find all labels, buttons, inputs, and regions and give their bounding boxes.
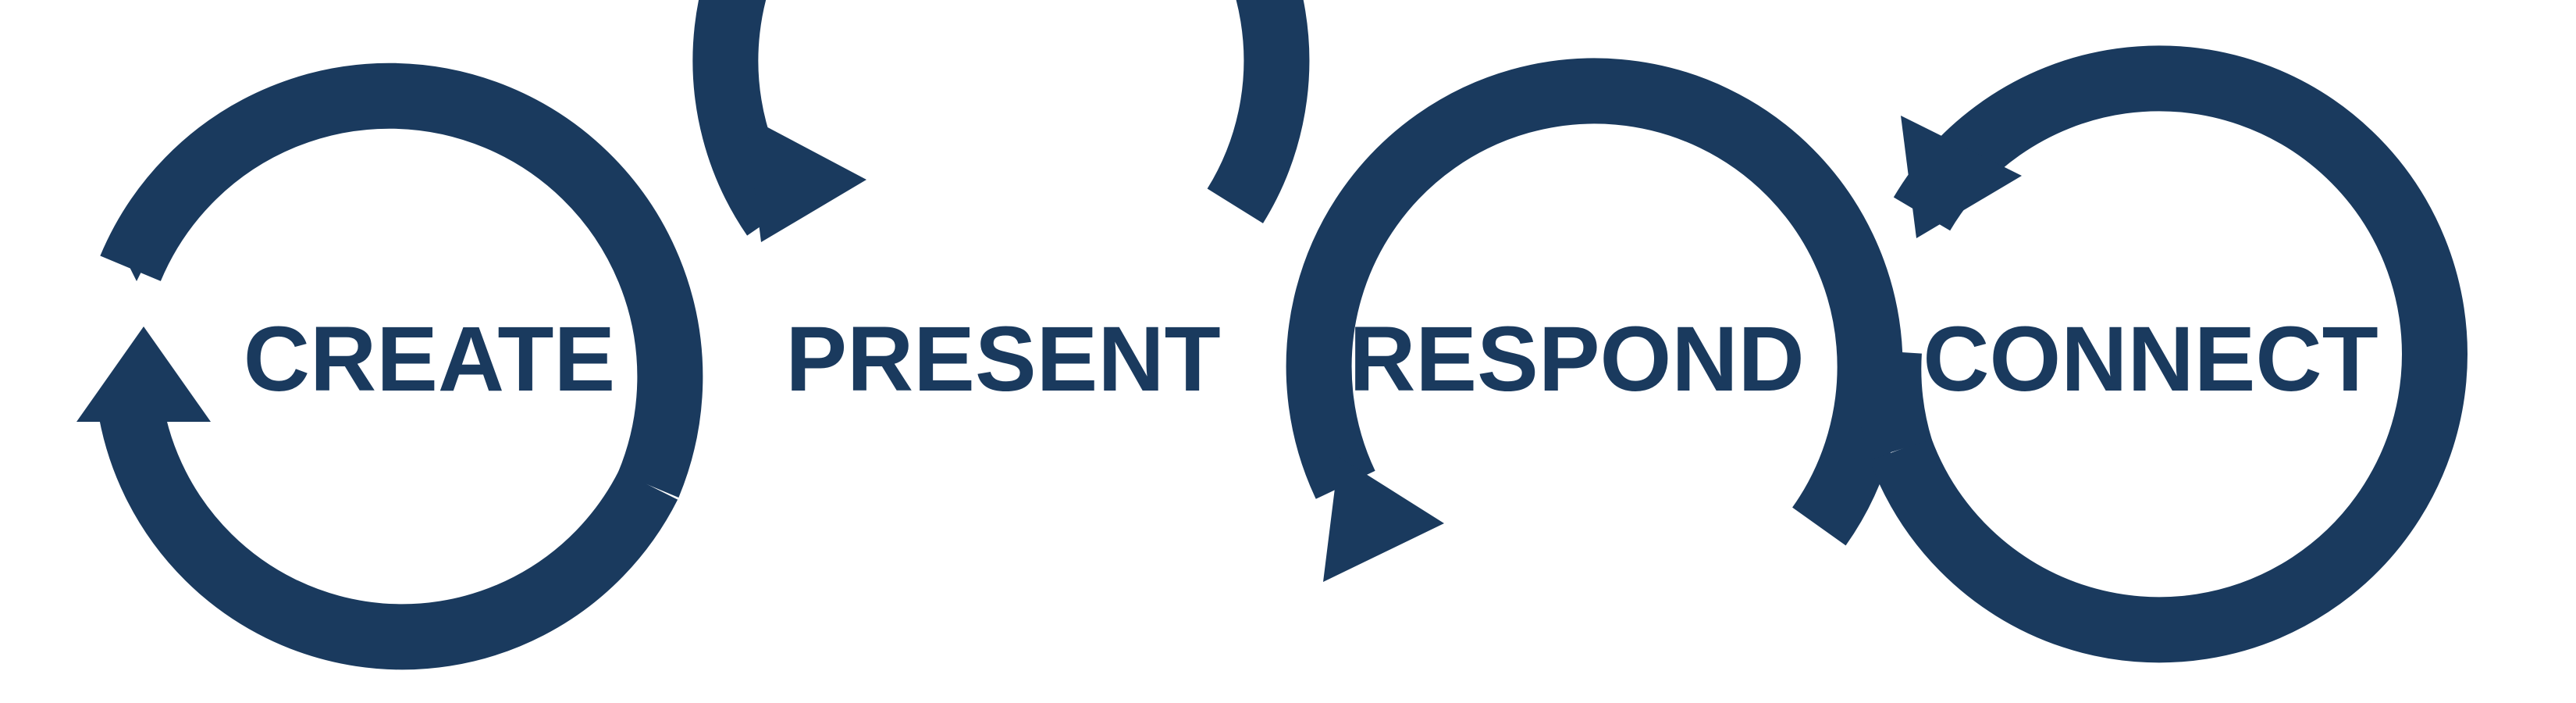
- connect-arrowhead: [1901, 116, 2022, 238]
- stage-respond: RESPOND: [1286, 58, 1903, 582]
- present-arrowhead: [745, 116, 866, 242]
- stage-present: PRESENT: [692, 0, 1310, 411]
- connect-loop-arc: [1870, 45, 2467, 663]
- create-arrowhead: [76, 327, 211, 422]
- present-label: PRESENT: [785, 308, 1220, 411]
- respond-label: RESPOND: [1349, 308, 1805, 411]
- create-arrow-tail-notch: [113, 234, 160, 281]
- respond-arrowhead: [1323, 457, 1444, 582]
- stage-connect: CONNECT: [1856, 45, 2467, 663]
- stage-create: CREATE: [76, 62, 703, 670]
- connect-label: CONNECT: [1923, 308, 2378, 411]
- create-label: CREATE: [244, 308, 615, 411]
- create-loop-arc-lower: [98, 401, 678, 670]
- present-loop-arc: [692, 0, 1310, 236]
- connect-loop-arc-top: [1856, 349, 1933, 459]
- create-loop-arc: [100, 62, 703, 498]
